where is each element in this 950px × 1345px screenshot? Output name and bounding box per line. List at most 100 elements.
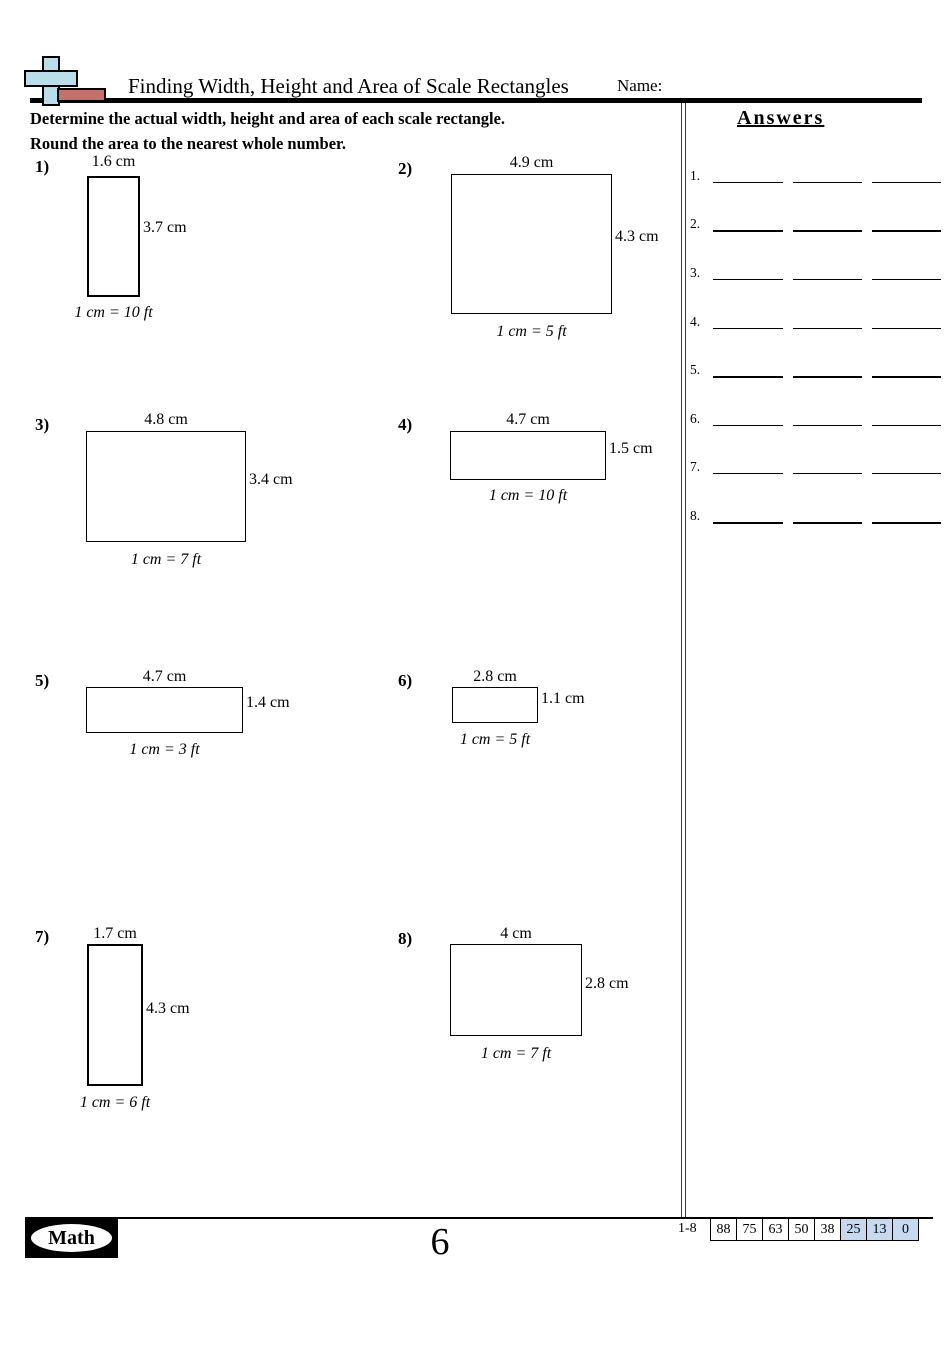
problem-4-rectangle — [450, 431, 606, 480]
answer-blank — [713, 522, 783, 524]
problem-8-rectangle — [450, 944, 582, 1036]
header-rule — [30, 98, 922, 103]
problem-5-number: 5) — [35, 671, 50, 690]
math-brand-logo: Math — [25, 1218, 118, 1258]
score-range-label: 1-8 — [678, 1221, 697, 1236]
problem-3-width-label: 4.8 cm — [144, 411, 188, 428]
answer-row-1: 1. — [688, 168, 944, 190]
problem-7-height-label: 4.3 cm — [146, 1000, 190, 1017]
problem-6-width-label: 2.8 cm — [473, 668, 517, 685]
answer-row-3: 3. — [688, 265, 944, 287]
answer-number: 6. — [690, 411, 701, 426]
problem-2-rectangle — [451, 174, 612, 314]
score-cell: 63 — [762, 1218, 789, 1241]
score-cell-highlighted: 13 — [866, 1218, 893, 1241]
answer-number: 7. — [690, 459, 701, 474]
answer-row-4: 4. — [688, 314, 944, 336]
answer-blank — [713, 230, 783, 232]
answer-blank — [872, 425, 941, 426]
problem-7-rectangle — [87, 944, 143, 1086]
problem-4-width-label: 4.7 cm — [506, 411, 550, 428]
problem-2-width-label: 4.9 cm — [509, 154, 554, 171]
answer-blank — [793, 328, 862, 329]
answer-number: 4. — [690, 314, 701, 329]
problem-6-rectangle — [452, 687, 538, 723]
answer-row-5: 5. — [688, 362, 944, 384]
math-brand-ellipse: Math — [31, 1224, 112, 1252]
problem-8-width-label: 4 cm — [500, 925, 532, 942]
problem-3-rectangle — [86, 431, 246, 542]
score-cell: 50 — [788, 1218, 815, 1241]
problem-1-number: 1) — [35, 157, 50, 176]
score-cell: 88 — [710, 1218, 737, 1241]
answer-blank — [713, 279, 783, 280]
cross-logo-center — [45, 72, 57, 85]
answer-number: 8. — [690, 508, 701, 523]
problem-2-height-label: 4.3 cm — [615, 228, 659, 245]
problem-5-rectangle — [86, 687, 243, 733]
answer-number: 1. — [690, 168, 701, 183]
cross-logo-base-bar — [57, 88, 106, 102]
math-brand-label: Math — [48, 1226, 95, 1249]
answer-row-2: 2. — [688, 216, 944, 238]
answer-row-6: 6. — [688, 411, 944, 433]
answer-blank — [793, 279, 862, 280]
answer-blank — [872, 328, 941, 329]
problem-8-scale-label: 1 cm = 7 ft — [480, 1045, 552, 1062]
score-table: 88 75 63 50 38 25 13 0 — [710, 1218, 919, 1241]
answer-blank — [872, 376, 941, 378]
page-title: Finding Width, Height and Area of Scale … — [128, 74, 569, 98]
answer-blank — [872, 279, 941, 280]
instructions: Determine the actual width, height and a… — [30, 106, 505, 156]
problem-7-number: 7) — [35, 927, 50, 946]
problem-3-scale-label: 1 cm = 7 ft — [130, 551, 202, 568]
answer-blank — [793, 230, 862, 232]
score-cell-highlighted: 25 — [840, 1218, 867, 1241]
problem-3-number: 3) — [35, 415, 50, 434]
answer-number: 3. — [690, 265, 701, 280]
problem-4-number: 4) — [398, 415, 413, 434]
answer-blank — [793, 522, 862, 524]
answer-row-8: 8. — [688, 508, 944, 530]
problem-2-scale-label: 1 cm = 5 ft — [496, 323, 567, 340]
problem-2-number: 2) — [398, 159, 413, 178]
column-divider — [681, 103, 686, 1218]
problem-5-width-label: 4.7 cm — [142, 668, 187, 685]
score-cell: 38 — [814, 1218, 841, 1241]
answers-heading: Answers — [737, 107, 825, 129]
answer-blank — [793, 376, 862, 378]
problem-3-height-label: 3.4 cm — [249, 471, 293, 488]
problem-7-width-label: 1.7 cm — [93, 925, 137, 942]
answer-blank — [713, 425, 783, 426]
score-cell: 75 — [736, 1218, 763, 1241]
answer-blank — [872, 182, 941, 183]
answer-blank — [793, 473, 862, 474]
answer-number: 2. — [690, 216, 701, 231]
answer-blank — [713, 182, 783, 183]
instructions-line-1: Determine the actual width, height and a… — [30, 109, 506, 128]
answer-blank — [872, 522, 941, 524]
problem-1-width-label: 1.6 cm — [91, 153, 136, 170]
answer-blank — [872, 473, 941, 474]
instructions-line-2: Round the area to the nearest whole numb… — [30, 134, 346, 153]
problem-4-scale-label: 1 cm = 10 ft — [488, 487, 568, 504]
problem-1-height-label: 3.7 cm — [143, 219, 187, 236]
problem-7-scale-label: 1 cm = 6 ft — [79, 1094, 151, 1111]
problem-6-scale-label: 1 cm = 5 ft — [459, 731, 531, 748]
problem-5-height-label: 1.4 cm — [246, 694, 290, 711]
answer-blank — [713, 328, 783, 329]
problem-4-height-label: 1.5 cm — [609, 440, 653, 457]
answer-blank — [713, 473, 783, 474]
answer-blank — [713, 376, 783, 378]
problem-5-scale-label: 1 cm = 3 ft — [129, 741, 200, 758]
score-cell-highlighted: 0 — [892, 1218, 919, 1241]
problem-8-number: 8) — [398, 929, 413, 948]
answer-blank — [793, 182, 862, 183]
problem-8-height-label: 2.8 cm — [585, 975, 629, 992]
problem-6-height-label: 1.1 cm — [541, 690, 585, 707]
problem-6-number: 6) — [398, 671, 413, 690]
answer-blank — [872, 230, 941, 232]
answer-row-7: 7. — [688, 459, 944, 481]
footer-rule — [25, 1217, 933, 1219]
